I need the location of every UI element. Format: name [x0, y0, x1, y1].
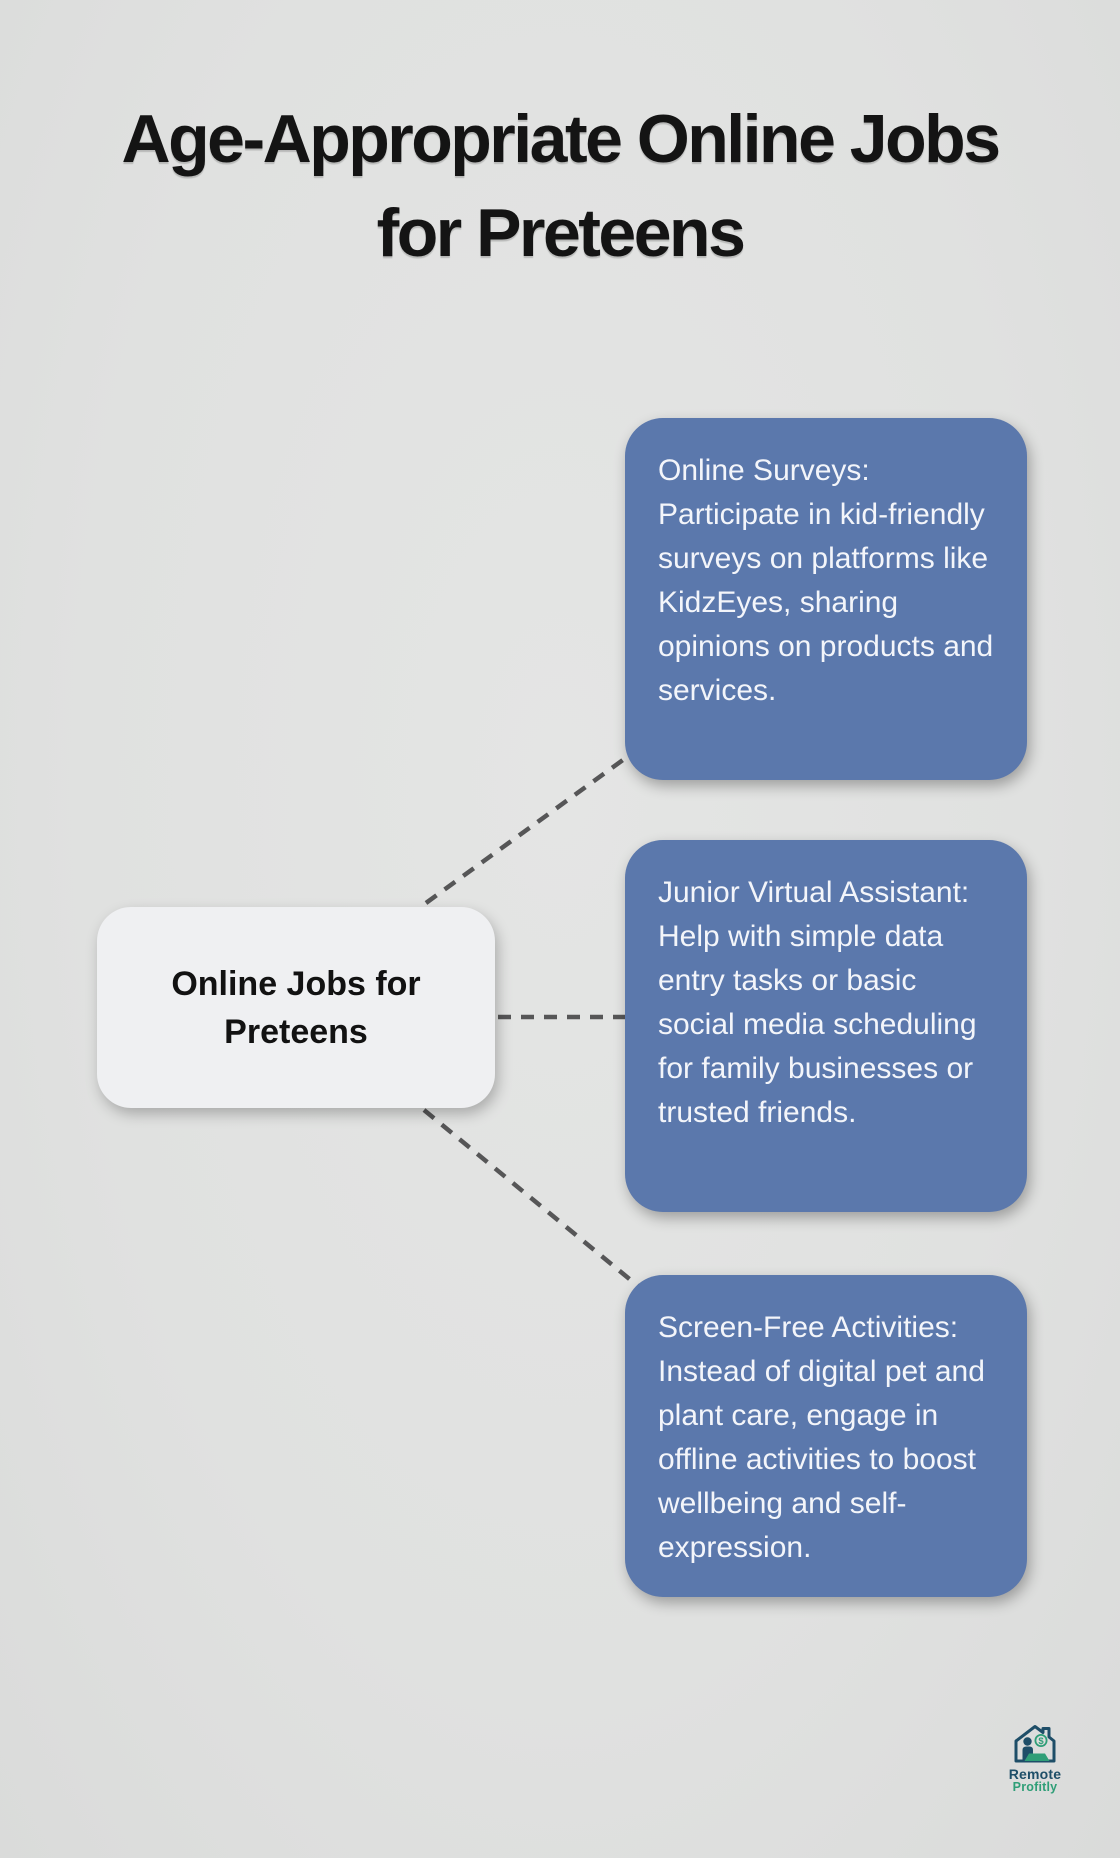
- connector-line-top: [424, 755, 629, 905]
- svg-text:$: $: [1038, 1736, 1044, 1747]
- brand-logo: $ Remote Profitly: [983, 1722, 1087, 1794]
- page-title: Age-Appropriate Online Jobs for Preteens: [0, 92, 1120, 280]
- page-title-line1: Age-Appropriate Online Jobs: [121, 101, 1001, 177]
- brand-name-remote: Remote: [1008, 1766, 1062, 1782]
- node-online-surveys-text: Online Surveys: Participate in kid-frien…: [658, 454, 994, 707]
- center-node: Online Jobs for Preteens: [97, 907, 495, 1108]
- node-screen-free-activities: Screen-Free Activities: Instead of digit…: [625, 1275, 1027, 1597]
- brand-name-profitly: Profitly: [1012, 1780, 1058, 1794]
- node-junior-virtual-assistant-text: Junior Virtual Assistant: Help with simp…: [658, 876, 977, 1129]
- node-screen-free-activities-text: Screen-Free Activities: Instead of digit…: [658, 1311, 985, 1564]
- node-junior-virtual-assistant: Junior Virtual Assistant: Help with simp…: [625, 840, 1027, 1212]
- page-title-line2: for Preteens: [376, 195, 746, 271]
- center-node-label: Online Jobs for Preteens: [171, 964, 421, 1051]
- connector-line-bottom: [422, 1108, 640, 1288]
- house-laptop-dollar-icon: $: [1010, 1722, 1060, 1766]
- node-online-surveys: Online Surveys: Participate in kid-frien…: [625, 418, 1027, 780]
